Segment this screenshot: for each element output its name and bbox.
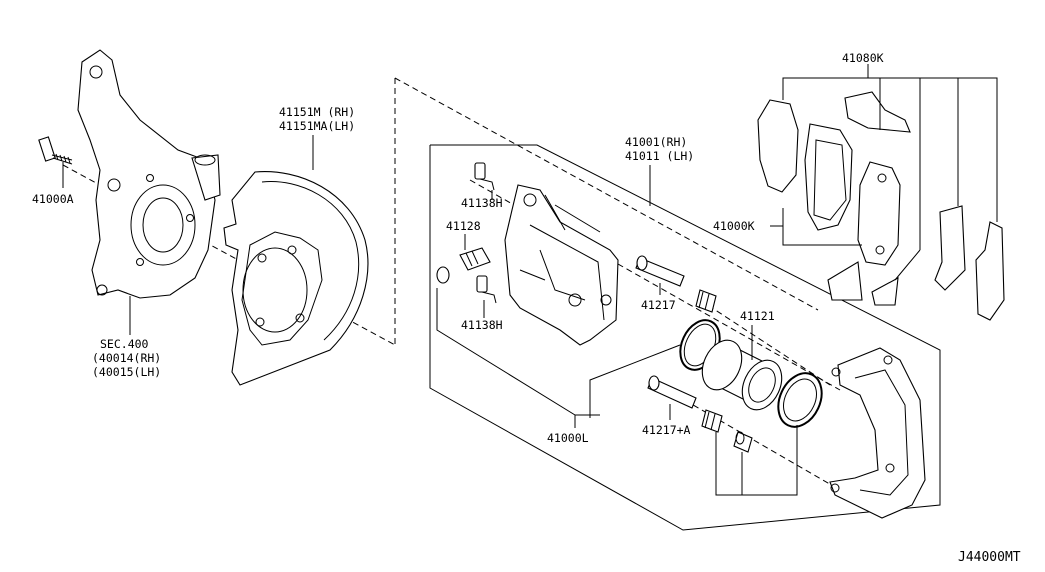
label-41000L: 41000L [547, 431, 589, 445]
label-sec400: SEC.400 [100, 337, 149, 351]
pin-boot [695, 289, 717, 313]
label-41217: 41217 [641, 298, 676, 312]
caliper-body [504, 184, 619, 346]
torque-member [829, 347, 926, 519]
label-41000A: 41000A [32, 192, 74, 206]
bleeder-screw-41138H-top [474, 162, 495, 191]
label-41138H-top: 41138H [461, 196, 503, 210]
label-41151M: 41151M (RH) [279, 105, 355, 119]
label-41121: 41121 [740, 309, 775, 323]
steering-knuckle [77, 49, 221, 299]
label-41217A: 41217+A [642, 423, 691, 437]
label-40014: (40014(RH) [92, 351, 161, 365]
label-41080K: 41080K [842, 51, 884, 65]
label-41151MA: 41151MA(LH) [279, 119, 355, 133]
label-41128: 41128 [446, 219, 481, 233]
diagram-reference-code: J44000MT [958, 550, 1021, 565]
leader-lines [62, 64, 998, 496]
piston [701, 339, 783, 411]
caliper-assembly-outline [429, 144, 941, 531]
bolt-41000A [38, 136, 73, 165]
label-40015: (40015(LH) [92, 365, 161, 379]
slide-pin-41217 [635, 255, 685, 287]
label-41138H-bottom: 41138H [461, 318, 503, 332]
dust-shield [223, 171, 369, 386]
bleeder-screw-41138H-bottom [476, 275, 497, 304]
pin-boot-lower [701, 409, 723, 433]
brake-pad-kit [757, 91, 1005, 321]
slide-pin-41217A [647, 375, 697, 409]
bleeder-cap-41128 [459, 247, 491, 271]
label-41001: 41001(RH) [625, 135, 687, 149]
part-labels: 41080K 41151M (RH) 41151MA(LH) 41001(RH)… [32, 51, 1021, 565]
pin-sleeve [733, 431, 753, 453]
label-41011: 41011 (LH) [625, 149, 694, 163]
small-cap [436, 266, 450, 284]
piston-boot [777, 372, 823, 428]
label-41000K: 41000K [713, 219, 755, 233]
